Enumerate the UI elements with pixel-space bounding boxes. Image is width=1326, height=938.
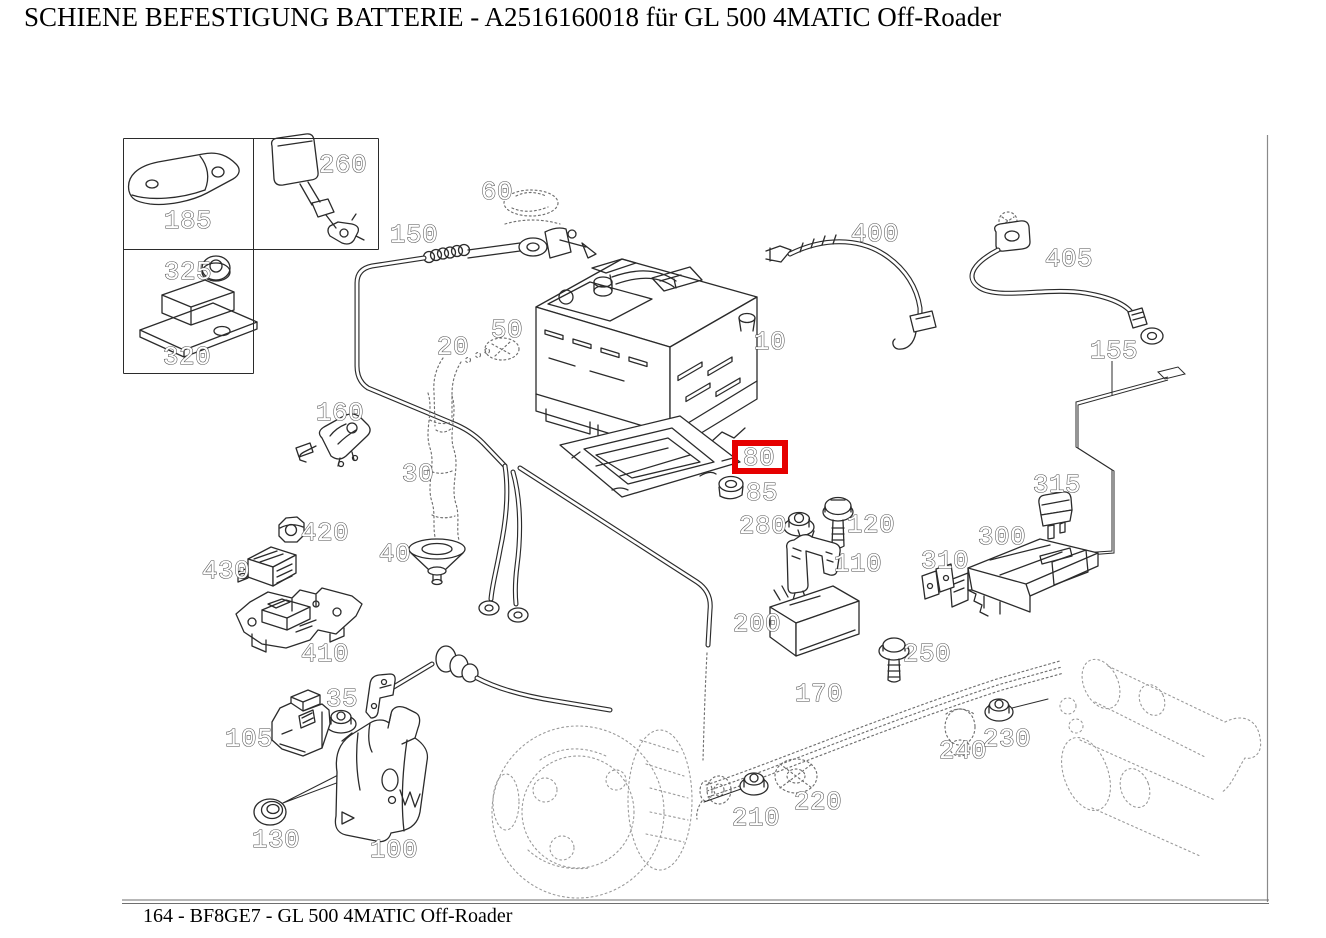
part-260-sensor — [270, 133, 365, 245]
callout-155[interactable]: 155 — [1089, 335, 1138, 366]
callout-130[interactable]: 130 — [251, 824, 300, 855]
part-40-grommet — [408, 538, 466, 586]
page-frame — [122, 135, 1269, 904]
part-100-cover — [334, 706, 429, 843]
callout-410[interactable]: 410 — [300, 638, 349, 669]
callout-280[interactable]: 280 — [738, 510, 787, 541]
callout-325[interactable]: 325 — [163, 256, 212, 287]
callout-85[interactable]: 85 — [745, 477, 778, 508]
callout-150[interactable]: 150 — [389, 219, 438, 250]
part-160-clip — [295, 413, 371, 468]
page-title: SCHIENE BEFESTIGUNG BATTERIE - A25161600… — [24, 2, 1002, 32]
ring-terminal-elbow — [365, 673, 396, 719]
part-20-duct-dotted — [433, 357, 462, 433]
callout-210[interactable]: 210 — [731, 802, 780, 833]
part-250-bolt — [878, 637, 910, 683]
part-105-cover — [271, 689, 331, 757]
part-240-washer-dotted — [944, 708, 976, 757]
starter-motor-dotted — [1059, 658, 1262, 857]
part-430-relay — [237, 546, 297, 587]
callout-30[interactable]: 30 — [401, 458, 434, 489]
callout-430[interactable]: 430 — [201, 555, 250, 586]
part-325-nut — [201, 255, 231, 282]
part-210-nut — [703, 772, 769, 803]
parts-grid — [123, 138, 379, 374]
part-80-tray — [559, 415, 741, 498]
callout-105[interactable]: 105 — [224, 723, 273, 754]
part-400-cable — [765, 234, 937, 350]
callout-20[interactable]: 20 — [436, 331, 469, 362]
part-420-nut — [278, 516, 305, 543]
footer-caption: 164 - BF8GE7 - GL 500 4MATIC Off-Roader — [143, 905, 513, 927]
highlight-box[interactable] — [732, 440, 788, 474]
callout-170[interactable]: 170 — [794, 678, 843, 709]
part-410-bracket — [235, 587, 363, 653]
callouts: 185 260 325 320 150 60 20 50 10 400 405 155 160 30 420… — [162, 149, 1138, 865]
callout-100[interactable]: 100 — [369, 834, 418, 865]
callout-50[interactable]: 50 — [490, 314, 523, 345]
callout-400[interactable]: 400 — [850, 218, 899, 249]
callout-250[interactable]: 250 — [902, 638, 951, 669]
callout-120[interactable]: 120 — [846, 509, 895, 540]
callout-300[interactable]: 300 — [977, 521, 1026, 552]
callout-260[interactable]: 260 — [318, 149, 367, 180]
part-35-nut — [325, 709, 357, 734]
part-405-cable — [969, 211, 1164, 345]
callout-310[interactable]: 310 — [920, 545, 969, 576]
callout-220[interactable]: 220 — [793, 786, 842, 817]
part-200-cover — [769, 585, 860, 657]
part-155-wire — [1027, 361, 1186, 561]
callout-160[interactable]: 160 — [315, 397, 364, 428]
callout-405[interactable]: 405 — [1044, 243, 1093, 274]
part-315-fuse — [1038, 491, 1073, 540]
part-60-terminal-dotted — [503, 189, 561, 225]
callout-320[interactable]: 320 — [162, 341, 211, 372]
part-110-clamp — [786, 529, 841, 601]
callout-185[interactable]: 185 — [163, 205, 212, 236]
callout-230[interactable]: 230 — [982, 723, 1031, 754]
part-220-washer-dotted — [774, 758, 818, 794]
part-320-mount — [139, 279, 258, 358]
callout-35[interactable]: 35 — [325, 683, 358, 714]
callout-315[interactable]: 315 — [1032, 469, 1081, 500]
part-120-bolt — [822, 496, 854, 549]
part-230-nut — [984, 698, 1049, 722]
part-150-cable-run — [354, 255, 529, 623]
part-30-tube-dotted — [427, 392, 460, 542]
part-150-cable — [422, 227, 597, 264]
alternator-dotted — [491, 725, 693, 899]
callout-200[interactable]: 200 — [732, 608, 781, 639]
part-310-fuses — [921, 563, 955, 600]
part-50-duct-dotted — [464, 337, 520, 364]
part-185-bracket — [127, 152, 240, 206]
callout-240[interactable]: 240 — [938, 735, 987, 766]
cable-runs — [365, 465, 713, 761]
callout-110[interactable]: 110 — [833, 548, 882, 579]
callout-40[interactable]: 40 — [378, 538, 411, 569]
callout-10[interactable]: 10 — [753, 326, 786, 357]
callout-420[interactable]: 420 — [300, 517, 349, 548]
callout-60[interactable]: 60 — [480, 176, 513, 207]
callout-80[interactable]: 80 — [742, 442, 775, 473]
part-300-fuse-holder — [949, 538, 1099, 617]
part-85-grommet — [718, 475, 744, 500]
part-10-battery — [535, 258, 758, 453]
part-170-harness-dotted — [696, 660, 1065, 820]
